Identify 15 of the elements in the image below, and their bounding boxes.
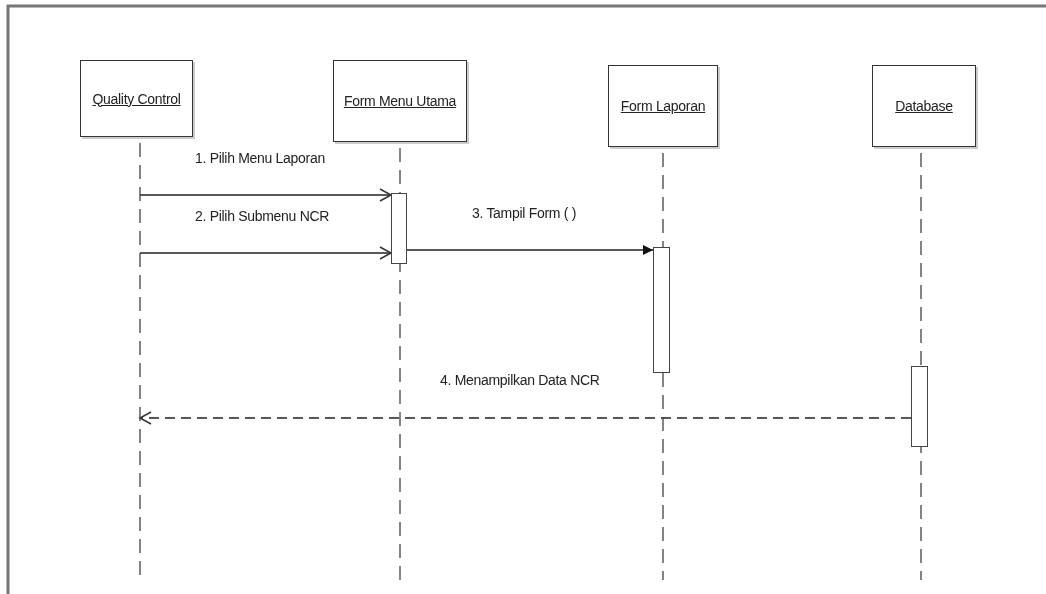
message-label: 3. Tampil Form ( ) [470, 205, 579, 221]
message-arrow [139, 246, 392, 260]
message-label: 2. Pilih Submenu NCR [193, 208, 332, 224]
message-arrow [406, 245, 654, 255]
activation-bar [653, 247, 670, 373]
message-label: 4. Menampilkan Data NCR [438, 372, 602, 388]
message-arrow [139, 411, 912, 425]
participant-name: Form Laporan [620, 98, 706, 114]
message-label: 1. Pilih Menu Laporan [193, 150, 327, 166]
message-arrow [139, 188, 392, 202]
activation-bar [911, 366, 928, 447]
participant-name: Quality Control [92, 90, 181, 107]
participant-name: Database [895, 98, 953, 114]
participant-name: Form Menu Utama [343, 93, 457, 109]
activation-bar [391, 193, 407, 264]
